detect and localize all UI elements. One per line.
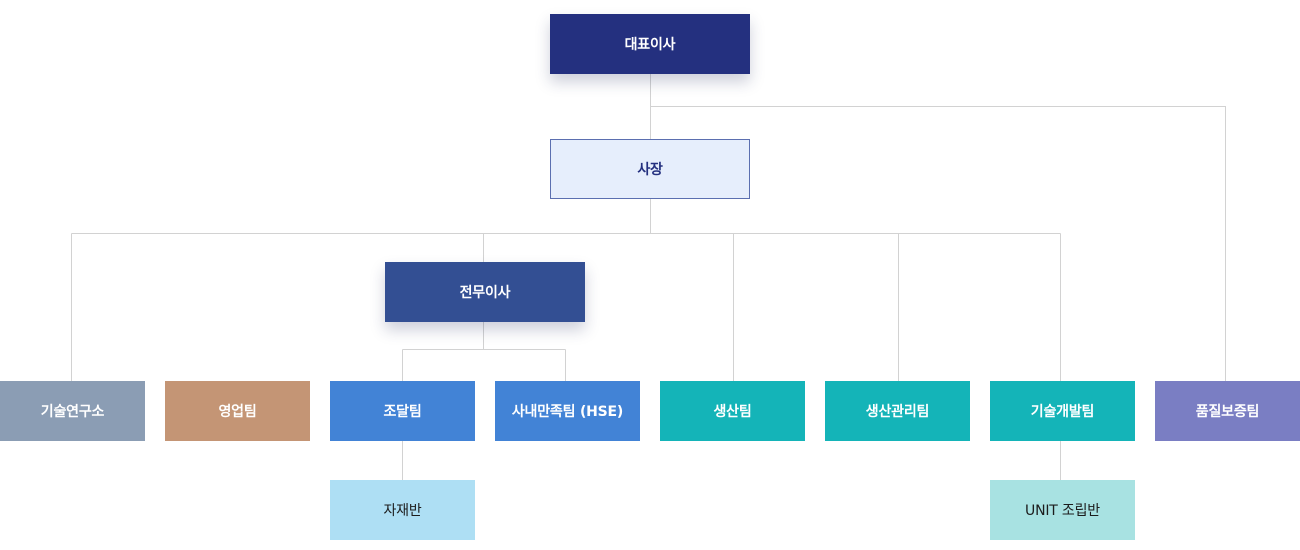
team-tech-development-box: 기술개발팀: [990, 381, 1135, 441]
team-production-box: 생산팀: [660, 381, 805, 441]
team-hse-box: 사내만족팀 (HSE): [495, 381, 640, 441]
team-sales-box: 영업팀: [165, 381, 310, 441]
connector-ceo-qa: [650, 106, 1226, 381]
unit-assembly-box: UNIT 조립반: [990, 480, 1135, 540]
team-purchasing-box: 조달팀: [330, 381, 475, 441]
team-rnd-box: 기술연구소: [0, 381, 145, 441]
managing-director-box: 전무이사: [385, 262, 585, 322]
team-production-management-box: 생산관리팀: [825, 381, 970, 441]
president-box: 사장: [550, 139, 750, 199]
unit-materials-box: 자재반: [330, 480, 475, 540]
team-quality-assurance-box: 품질보증팀: [1155, 381, 1300, 441]
ceo-box: 대표이사: [550, 14, 750, 74]
